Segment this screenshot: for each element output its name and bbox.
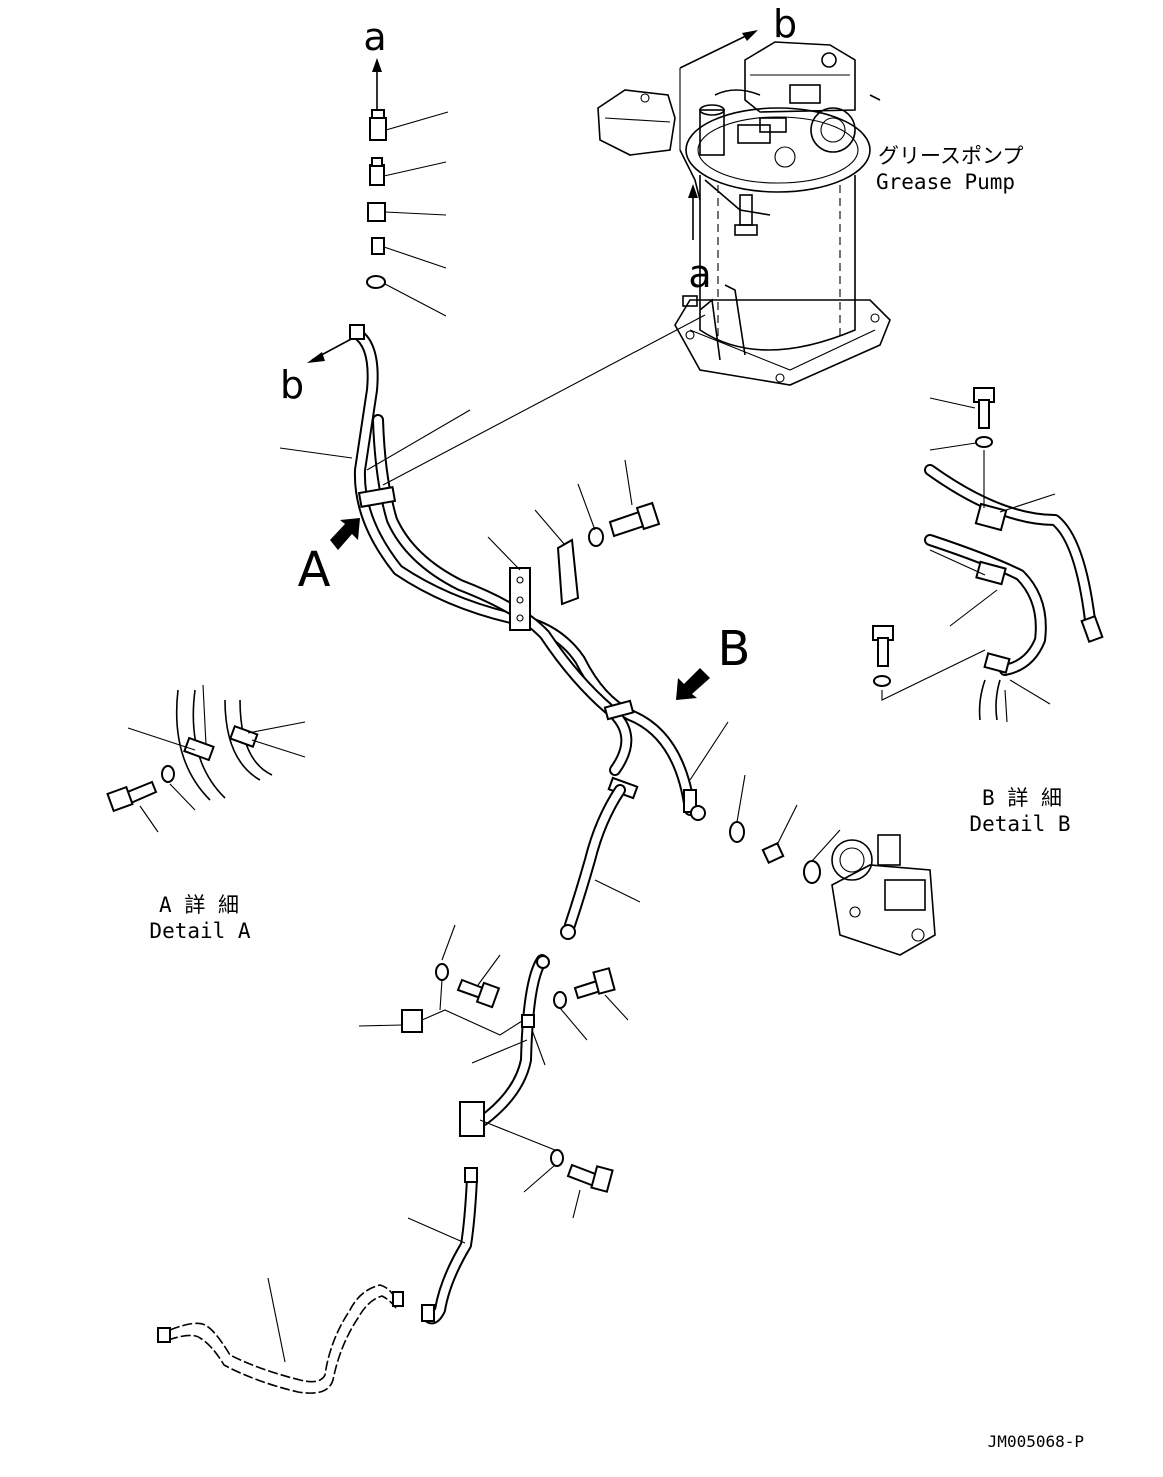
label-view-b: B — [718, 621, 751, 677]
bracket-bolt-top — [487, 459, 661, 606]
detail-a-view — [106, 684, 306, 833]
fitting-stack — [366, 109, 449, 317]
bottom-hoses — [157, 1167, 478, 1394]
arrow-b-top — [679, 30, 758, 150]
arrow-b-left — [307, 336, 356, 363]
detail-a-en-label: Detail A — [149, 919, 251, 943]
label-b-left: b — [280, 363, 304, 407]
detail-a-jp-label: A 詳 細 — [159, 893, 239, 917]
grease-pump-illustration — [597, 41, 891, 386]
arrow-a-pump — [688, 184, 698, 240]
grease-pump-en-label: Grease Pump — [876, 170, 1015, 194]
view-arrow-b — [676, 668, 710, 700]
label-b-top: b — [773, 2, 797, 46]
label-a-top: a — [363, 15, 386, 59]
label-a-pump: a — [688, 252, 711, 296]
detail-b-jp-label: B 詳 細 — [982, 786, 1062, 810]
label-view-a: A — [298, 542, 331, 598]
arrow-a-top — [372, 58, 382, 112]
lower-pipe-assembly — [358, 924, 629, 1219]
grease-pump-jp-label: グリースポンプ — [878, 144, 1023, 168]
detail-b-en-label: Detail B — [969, 812, 1070, 836]
main-hose-pair — [279, 314, 729, 821]
detail-b-view — [872, 387, 1104, 723]
valve-block-assembly — [729, 774, 936, 956]
lower-hose — [560, 784, 641, 940]
view-arrow-a — [330, 518, 360, 550]
drawing-number: JM005068-P — [988, 1432, 1084, 1451]
